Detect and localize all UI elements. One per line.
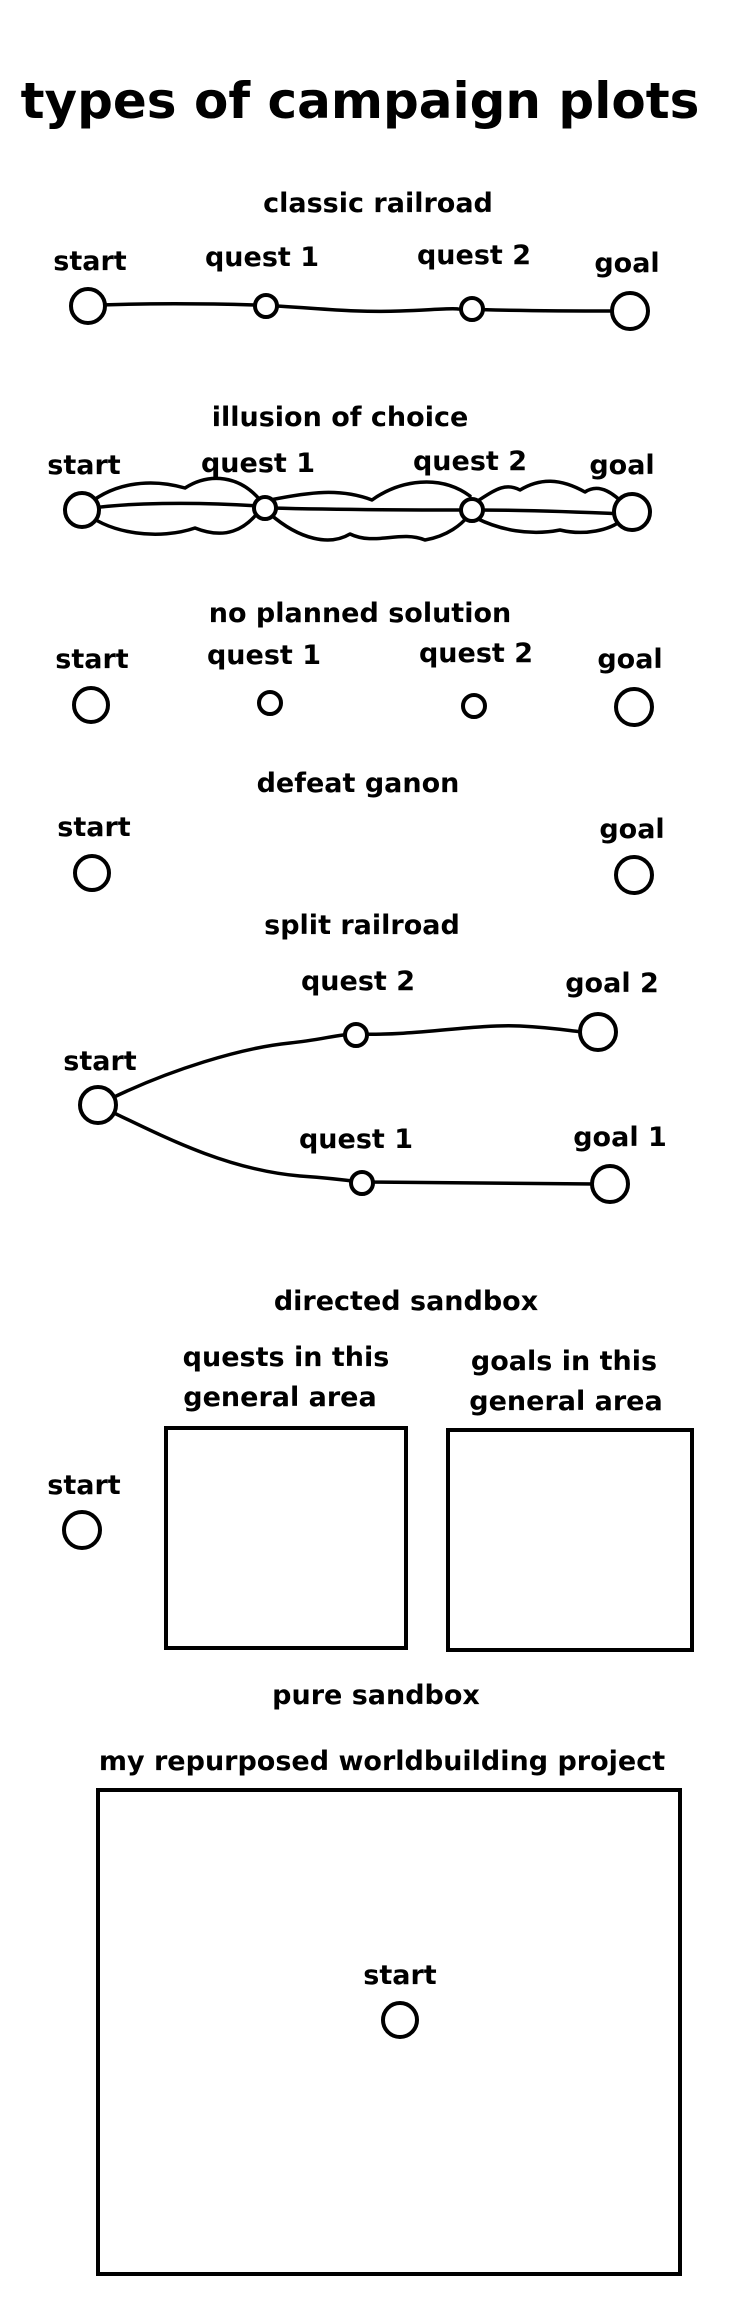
start-label: start (363, 1960, 437, 1991)
goal-1-label: goal 1 (573, 1122, 667, 1153)
start-node (72, 686, 110, 724)
quest-2-label: quest 2 (417, 240, 531, 271)
section-directed-sandbox: directed sandbox quests in this general … (47, 1286, 694, 1652)
start-node (69, 287, 107, 325)
start-node (73, 854, 111, 892)
railroad-edge (98, 302, 616, 314)
section-split-railroad: split railroad start quest 2 goal 2 ques… (63, 910, 667, 1204)
section-subtitle: my repurposed worldbuilding project (99, 1746, 665, 1777)
quests-area-label-line-1: quests in this (183, 1342, 390, 1373)
quest-2-node (343, 1022, 369, 1048)
quest-1-node (349, 1170, 375, 1196)
choice-path (80, 501, 260, 512)
quest-2-label: quest 2 (419, 638, 533, 669)
goal-node (614, 687, 654, 727)
start-label: start (47, 450, 121, 481)
choice-path (474, 508, 626, 516)
quest-1-node (253, 293, 279, 319)
lower-branch-edge (110, 1110, 597, 1186)
start-label: start (47, 1470, 121, 1501)
section-no-planned-solution: no planned solution start quest 1 quest … (55, 598, 663, 727)
section-pure-sandbox: pure sandbox my repurposed worldbuilding… (96, 1680, 682, 2276)
quest-1-label: quest 1 (299, 1124, 413, 1155)
start-label: start (63, 1046, 137, 1077)
section-title: illusion of choice (212, 402, 469, 433)
goal-node (612, 492, 652, 532)
start-label: start (53, 246, 127, 277)
section-illusion-of-choice: illusion of choice start quest 1 quest 2… (47, 402, 655, 542)
quest-2-node (461, 693, 487, 719)
goal-1-node (590, 1164, 630, 1204)
goals-area-box (446, 1428, 694, 1652)
goals-area-label-line-2: general area (469, 1386, 662, 1417)
quest-2-node (459, 296, 485, 322)
section-title: no planned solution (209, 598, 511, 629)
section-title: directed sandbox (274, 1286, 538, 1317)
goal-label: goal (599, 814, 664, 845)
goal-2-label: goal 2 (565, 968, 659, 999)
start-node (78, 1085, 118, 1125)
goal-label: goal (589, 450, 654, 481)
choice-path (80, 508, 262, 536)
choice-path (80, 476, 262, 512)
page-title: types of campaign plots (21, 72, 700, 130)
choice-path (268, 480, 472, 502)
start-label: start (57, 812, 131, 843)
section-title: defeat ganon (257, 768, 460, 799)
choice-path (268, 506, 468, 512)
start-node (62, 1510, 102, 1550)
quest-2-node (459, 497, 485, 523)
start-node (63, 491, 101, 529)
section-defeat-ganon: defeat ganon start goal (57, 768, 665, 895)
section-title: pure sandbox (272, 1680, 480, 1711)
choice-path (474, 479, 627, 507)
goal-2-node (578, 1012, 618, 1052)
section-title: classic railroad (263, 188, 493, 219)
quest-2-label: quest 2 (413, 446, 527, 477)
section-classic-railroad: classic railroad start quest 1 quest 2 g… (53, 188, 660, 331)
goal-label: goal (597, 644, 662, 675)
quest-2-label: quest 2 (301, 966, 415, 997)
quest-1-label: quest 1 (207, 640, 321, 671)
goal-node (610, 291, 650, 331)
section-title: split railroad (264, 910, 460, 941)
choice-path (268, 512, 470, 542)
quest-1-node (252, 495, 278, 521)
quests-area-box (164, 1426, 408, 1650)
choice-path (474, 516, 624, 535)
start-node (381, 2001, 419, 2039)
quest-1-label: quest 1 (201, 448, 315, 479)
start-label: start (55, 644, 129, 675)
goals-area-label-line-1: goals in this (471, 1346, 657, 1377)
quests-area-label-line-2: general area (183, 1382, 376, 1413)
quest-1-node (257, 690, 283, 716)
quest-1-label: quest 1 (205, 242, 319, 273)
goal-label: goal (594, 248, 659, 279)
goal-node (614, 855, 654, 895)
